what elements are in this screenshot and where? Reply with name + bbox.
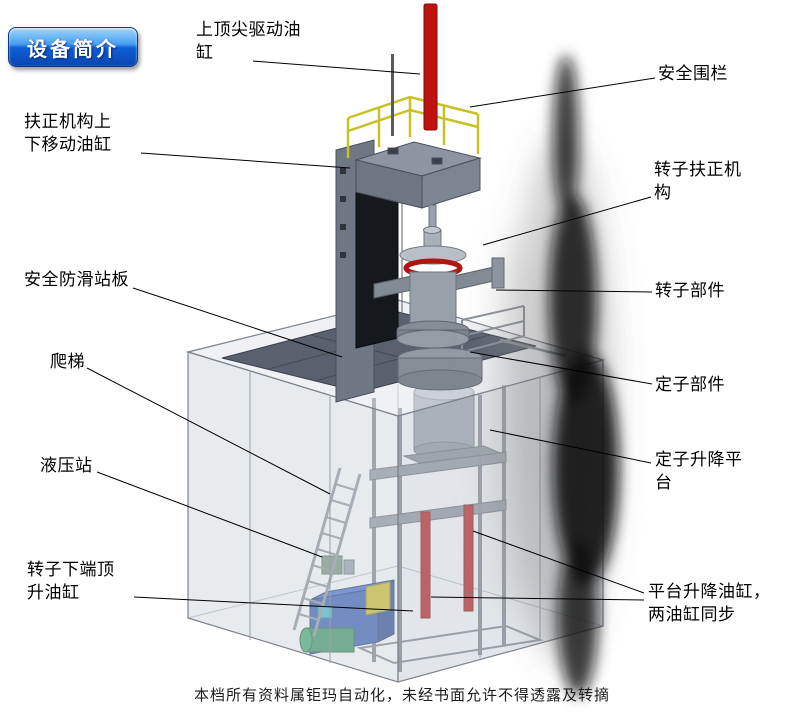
head-box [354, 141, 482, 209]
callout-rotor-bottom-jack-cylinder: 转子下端顶 升油缸 [27, 560, 115, 602]
callout-rotor-centering-mechanism: 转子扶正机 构 [654, 160, 742, 202]
callout-anti-slip-standing-plate: 安全防滑站板 [24, 270, 129, 289]
platform-lift-cylinders-model [420, 504, 474, 619]
top-drive-cylinder [391, 3, 438, 136]
ladder-model [292, 467, 362, 637]
smudge-artifact [482, 55, 619, 696]
footer-disclaimer: 本档所有资料属钜玛自动化，未经书面允许不得透露及转摘 [193, 687, 610, 704]
leader-lines [86, 60, 656, 612]
callout-hydraulic-station: 液压站 [40, 456, 93, 475]
callout-top-spindle-drive-cylinder: 上顶尖驱动油 缸 [196, 20, 301, 62]
callout-ladder: 爬梯 [50, 352, 85, 371]
callout-safety-fence: 安全围栏 [658, 64, 728, 83]
callout-stator-lift-platform: 定子升降平 台 [655, 450, 743, 492]
stator-top-flange [397, 347, 483, 391]
callout-platform-lift-cylinders: 平台升降油缸， 两油缸同步 [648, 582, 771, 624]
safety-railing [346, 95, 480, 158]
column-frame [335, 139, 403, 403]
callout-rotor-part: 转子部件 [655, 281, 725, 300]
title-badge-label: 设备简介 [27, 38, 119, 61]
callout-stator-part: 定子部件 [655, 375, 725, 394]
callout-centering-lift-cylinder: 扶正机构上 下移动油缸 [24, 112, 112, 154]
rotor-assembly [373, 204, 505, 349]
title-badge-button[interactable]: 设备简介 [8, 27, 138, 67]
